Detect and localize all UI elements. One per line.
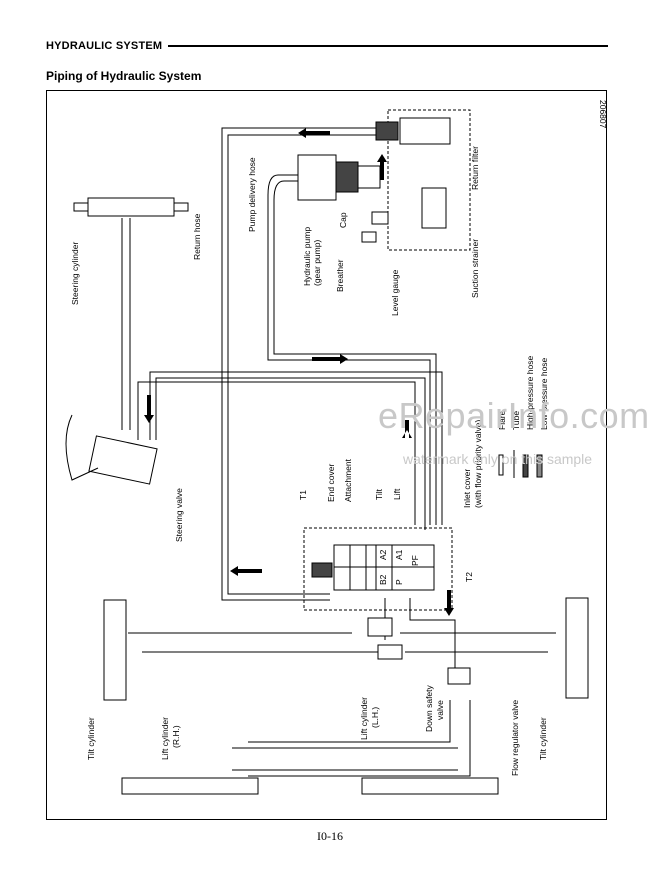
label-breather: Breather	[335, 259, 345, 292]
label-attachment: Attachment	[343, 458, 353, 502]
label-hydraulic-pump-sub: (gear pump)	[312, 240, 322, 286]
label-inlet-cover-sub: (with flow priority valve)	[473, 420, 483, 508]
label-steering-cylinder: Steering cylinder	[70, 242, 80, 305]
label-t1: T1	[298, 490, 308, 500]
label-steering-valve: Steering valve	[174, 488, 184, 542]
section-title: HYDRAULIC SYSTEM	[46, 40, 163, 52]
label-lift-cylinder-lh: Lift cylinder	[359, 697, 369, 740]
label-inlet-cover: Inlet cover	[462, 469, 472, 508]
label-flow-regulator-valve: Flow regulator valve	[510, 700, 520, 776]
tilt-cylinders	[103, 597, 589, 701]
port-pf: PF	[410, 555, 420, 566]
steering-supply-line-3	[137, 381, 416, 525]
legend-symbols	[498, 450, 543, 478]
label-tilt: Tilt	[374, 488, 384, 500]
hydraulic-pump	[297, 154, 381, 201]
breather-cap	[361, 211, 389, 243]
port-a1: A1	[394, 549, 404, 560]
label-lift-cylinder-rh: Lift cylinder	[160, 717, 170, 760]
legend-flare: Flare	[497, 410, 507, 430]
legend-tube: Tube	[511, 411, 521, 430]
header-rule	[168, 45, 608, 47]
label-hydraulic-pump: Hydraulic pump	[302, 227, 312, 286]
port-p: P	[394, 579, 404, 585]
page-number: I0-16	[317, 829, 343, 843]
figure-number: 206807	[598, 100, 608, 129]
figure-frame	[46, 90, 607, 820]
return-filter	[375, 117, 451, 229]
watermark-subtext: watermark only on this sample	[403, 451, 593, 467]
lift-line	[232, 747, 458, 771]
legend-low-pressure-hose: Low-pressure hose	[539, 357, 549, 430]
label-level-gauge: Level gauge	[390, 269, 400, 316]
tank-outline	[387, 109, 471, 251]
label-lift: Lift	[392, 488, 402, 500]
legend-high-pressure-hose: High-pressure hose	[525, 356, 535, 430]
label-suction-strainer: Suction strainer	[470, 239, 480, 298]
watermark-text: eRepairInfo.com	[378, 395, 650, 436]
label-return-filter: Return filter	[470, 146, 480, 190]
flow-arrows	[144, 128, 454, 616]
label-tilt-cylinder-left: Tilt cylinder	[86, 717, 96, 760]
pump-delivery-hose-line-2	[273, 180, 437, 525]
steering-cylinder-drawing	[73, 197, 189, 217]
steering-supply-line-2	[155, 377, 426, 530]
lift-line-2	[248, 700, 471, 777]
return-hose-line	[221, 127, 378, 601]
label-lift-cylinder-lh-sub: (L.H.)	[370, 707, 380, 728]
steering-valve-drawing	[65, 414, 158, 485]
control-valve-block	[311, 544, 435, 591]
port-b2: B2	[378, 574, 388, 585]
port-a2: A2	[378, 549, 388, 560]
label-cap: Cap	[338, 212, 348, 228]
page-subtitle: Piping of Hydraulic System	[46, 69, 202, 83]
label-return-hose: Return hose	[192, 213, 202, 260]
pump-delivery-hose-line	[267, 174, 431, 525]
label-down-safety-valve-sub: valve	[435, 700, 445, 720]
label-t2: T2	[464, 572, 474, 582]
label-pump-delivery-hose: Pump delivery hose	[247, 157, 257, 232]
label-end-cover: End cover	[326, 464, 336, 502]
label-down-safety-valve: Down safety	[424, 684, 434, 732]
label-lift-cylinder-rh-sub: (R.H.)	[171, 725, 181, 748]
label-tilt-cylinder-right: Tilt cylinder	[538, 717, 548, 760]
safety-valves	[367, 617, 471, 685]
lift-cylinders	[121, 777, 499, 795]
